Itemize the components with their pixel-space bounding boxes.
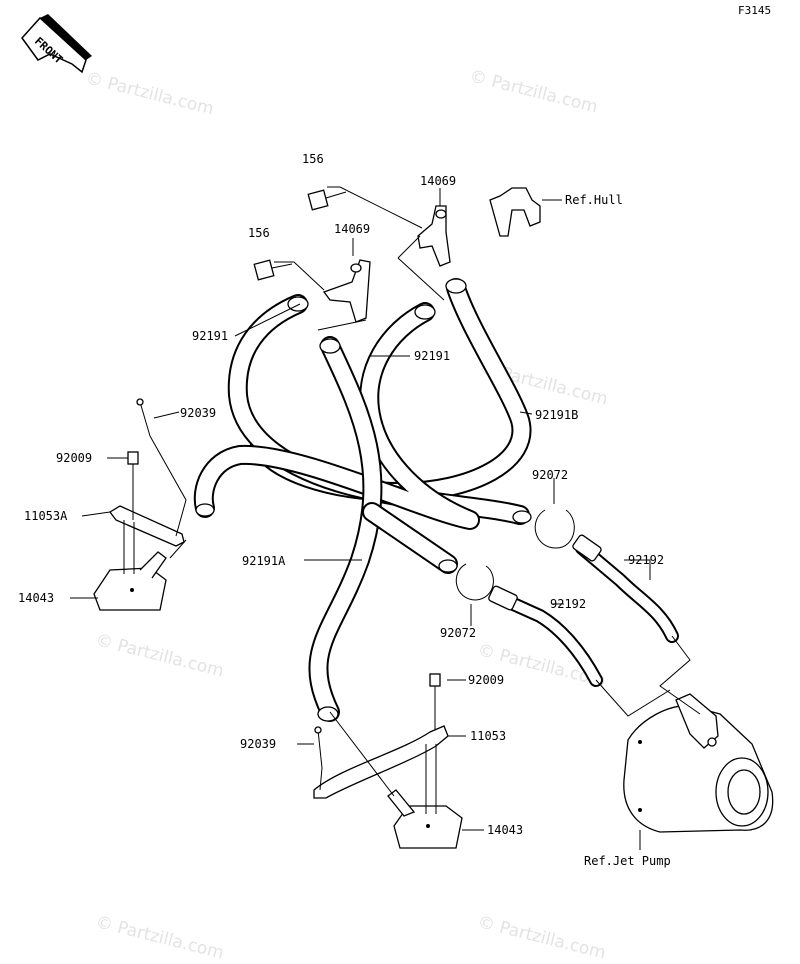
hose-92192-upper <box>572 534 679 643</box>
screw-92009-lower <box>429 673 441 700</box>
clamp-92072-right <box>534 509 575 549</box>
callout-rivet-92039-lower: 92039 <box>240 737 277 751</box>
rivet-92039-left <box>136 398 151 437</box>
bracket-11053 <box>313 725 449 799</box>
clamp-92072-middle <box>455 563 494 601</box>
bolt-156-upper <box>307 189 347 211</box>
hull-bracket <box>489 187 541 237</box>
jet-pump-housing <box>623 693 774 833</box>
strainer-14043-lower <box>387 789 463 849</box>
screw-92009-left <box>127 451 139 484</box>
callout-hose-92191-middle: 92191 <box>414 349 451 363</box>
figure-code: F3145 <box>738 4 772 17</box>
hose-92191a <box>308 336 458 722</box>
callout-hose-92191b: 92191B <box>535 408 579 422</box>
fitting-14069-lower <box>322 259 371 323</box>
strainer-14043-left <box>93 551 167 611</box>
callout-bracket-11053: 11053 <box>470 729 507 743</box>
callout-clamp-92072-right: 92072 <box>532 468 569 482</box>
bolt-156-lower <box>253 259 293 281</box>
callout-hose-92191a: 92191A <box>242 554 286 568</box>
bracket-11053a <box>109 505 185 547</box>
front-arrow-icon <box>21 14 92 74</box>
callout-jet-hose-92192-upper: 92192 <box>628 553 665 567</box>
callout-strainer-14043-left: 14043 <box>18 591 55 605</box>
leader-lines <box>70 186 701 850</box>
callout-hose-92191-left: 92191 <box>192 329 229 343</box>
hose-92192-lower <box>488 585 603 687</box>
fitting-14069-upper <box>417 205 451 267</box>
callout-bolt-156-upper: 156 <box>302 152 324 166</box>
callout-bracket-11053a: 11053A <box>24 509 68 523</box>
callout-fitting-14069-upper: 14069 <box>420 174 457 188</box>
callout-ref-hull: Ref.Hull <box>565 193 623 207</box>
callout-ref-jet-pump: Ref.Jet Pump <box>584 854 671 868</box>
hose-92191-middle <box>193 302 480 530</box>
callout-clamp-92072-middle: 92072 <box>440 626 477 640</box>
callout-rivet-92039-left: 92039 <box>180 406 217 420</box>
callout-screw-92009-lower: 92009 <box>468 673 505 687</box>
callout-screw-92009-left: 92009 <box>56 451 93 465</box>
callout-strainer-14043-lower: 14043 <box>487 823 524 837</box>
callout-fitting-14069-lower: 14069 <box>334 222 371 236</box>
callout-jet-hose-92192-lower: 92192 <box>550 597 587 611</box>
rivet-92039-lower <box>314 726 323 769</box>
callout-bolt-156-lower: 156 <box>248 226 270 240</box>
